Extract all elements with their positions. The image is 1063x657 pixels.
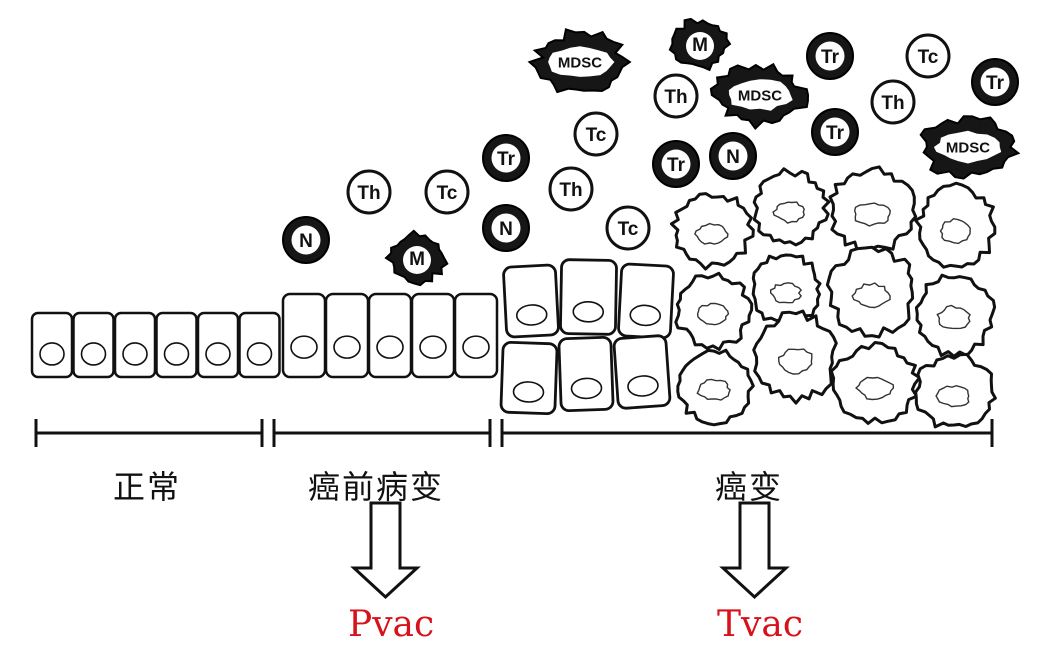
- cytotoxic-t-cell: Tc: [605, 205, 651, 251]
- helper-t-cell: Th: [548, 166, 594, 212]
- epithelium-layer: [30, 258, 675, 416]
- dysplastic-cell: [557, 335, 615, 413]
- cell-label: N: [726, 147, 740, 168]
- label-cancer: 癌变: [715, 468, 784, 506]
- epithelial-cell: [453, 292, 499, 379]
- helper-t-cell: Th: [653, 73, 699, 119]
- cell-label: Tr: [667, 155, 686, 176]
- tumor-cell: [825, 245, 915, 339]
- helper-t-cell: Th: [870, 79, 916, 125]
- neutrophil-cell: N: [709, 132, 757, 180]
- regulatory-t-cell: Tr: [971, 58, 1019, 106]
- regulatory-t-cell: Tr: [482, 134, 530, 182]
- neutrophil-cell: N: [482, 204, 530, 252]
- neutrophil-cell: N: [282, 216, 330, 264]
- cell-label: Tr: [497, 149, 516, 170]
- cell-label: M: [692, 35, 708, 56]
- cell-label: Th: [559, 180, 582, 201]
- cell-label: Tr: [986, 73, 1005, 94]
- dysplastic-cell: [612, 334, 672, 410]
- cell-label: Th: [881, 93, 904, 114]
- epithelial-cell: [113, 311, 157, 379]
- tumor-cell: [676, 348, 755, 427]
- epithelial-cell: [238, 311, 281, 379]
- epithelial-cell: [324, 292, 370, 379]
- bracket-cancer: [500, 419, 994, 447]
- cell-label: Tc: [618, 219, 639, 240]
- arrow-down-icon: [350, 501, 421, 600]
- mdsc-cell: MDSC: [709, 62, 810, 131]
- cell-label: MDSC: [558, 54, 602, 71]
- tumor-cell: [828, 165, 918, 255]
- dysplastic-cell: [499, 340, 559, 416]
- tumor-cell: [674, 271, 754, 351]
- mdsc-cell: MDSC: [527, 28, 632, 94]
- epithelial-cell: [155, 311, 198, 379]
- cell-label: Tc: [586, 125, 607, 146]
- regulatory-t-cell: Tr: [811, 108, 859, 156]
- tumor-cell: [914, 181, 997, 269]
- regulatory-t-cell: Tr: [652, 140, 700, 188]
- cell-label: M: [409, 249, 425, 270]
- tumor-cell: [914, 273, 997, 358]
- label-normal: 正常: [113, 468, 182, 506]
- helper-t-cell: Th: [346, 169, 392, 215]
- tumor-cell: [914, 352, 997, 429]
- tumor-cell: [752, 309, 838, 405]
- dysplastic-cell: [502, 263, 560, 339]
- epithelial-cell: [281, 292, 327, 379]
- label-tvac: Tvac: [717, 604, 803, 645]
- cell-label: MDSC: [738, 87, 782, 104]
- dysplastic-cell: [617, 262, 675, 340]
- epithelial-cell: [196, 311, 240, 379]
- tumor-cell: [669, 192, 755, 271]
- arrow-down-icon: [719, 501, 790, 600]
- macrophage-cell: M: [384, 229, 449, 287]
- cell-label: MDSC: [946, 139, 990, 156]
- tumor-cell: [829, 341, 922, 425]
- cell-label: Th: [664, 87, 687, 108]
- epithelial-cell: [30, 311, 74, 379]
- cell-label: Tr: [826, 123, 845, 144]
- cytotoxic-t-cell: Tc: [573, 111, 619, 157]
- cell-label: N: [499, 219, 513, 240]
- tumor-cell: [752, 167, 831, 247]
- regulatory-t-cell: Tr: [806, 32, 854, 80]
- tumor-mass: [669, 165, 997, 429]
- label-precancerous: 癌前病变: [308, 468, 445, 506]
- cytotoxic-t-cell: Tc: [905, 33, 951, 79]
- label-pvac: Pvac: [348, 604, 435, 645]
- cell-label: Tc: [437, 183, 458, 204]
- bracket-normal: [34, 419, 264, 447]
- cell-label: Tc: [918, 47, 939, 68]
- epithelial-cell: [410, 292, 456, 379]
- cell-label: N: [299, 231, 313, 252]
- down-arrows: [350, 501, 790, 600]
- macrophage-cell: M: [668, 17, 732, 72]
- mdsc-cell: MDSC: [919, 115, 1021, 180]
- stage-brackets: [34, 419, 994, 447]
- epithelial-cell: [367, 292, 413, 379]
- bracket-precancerous: [272, 419, 492, 447]
- cell-label: Tr: [821, 47, 840, 68]
- dysplastic-cell: [559, 258, 618, 336]
- epithelial-cell: [72, 311, 115, 379]
- cytotoxic-t-cell: Tc: [424, 169, 470, 215]
- cell-label: Th: [357, 183, 380, 204]
